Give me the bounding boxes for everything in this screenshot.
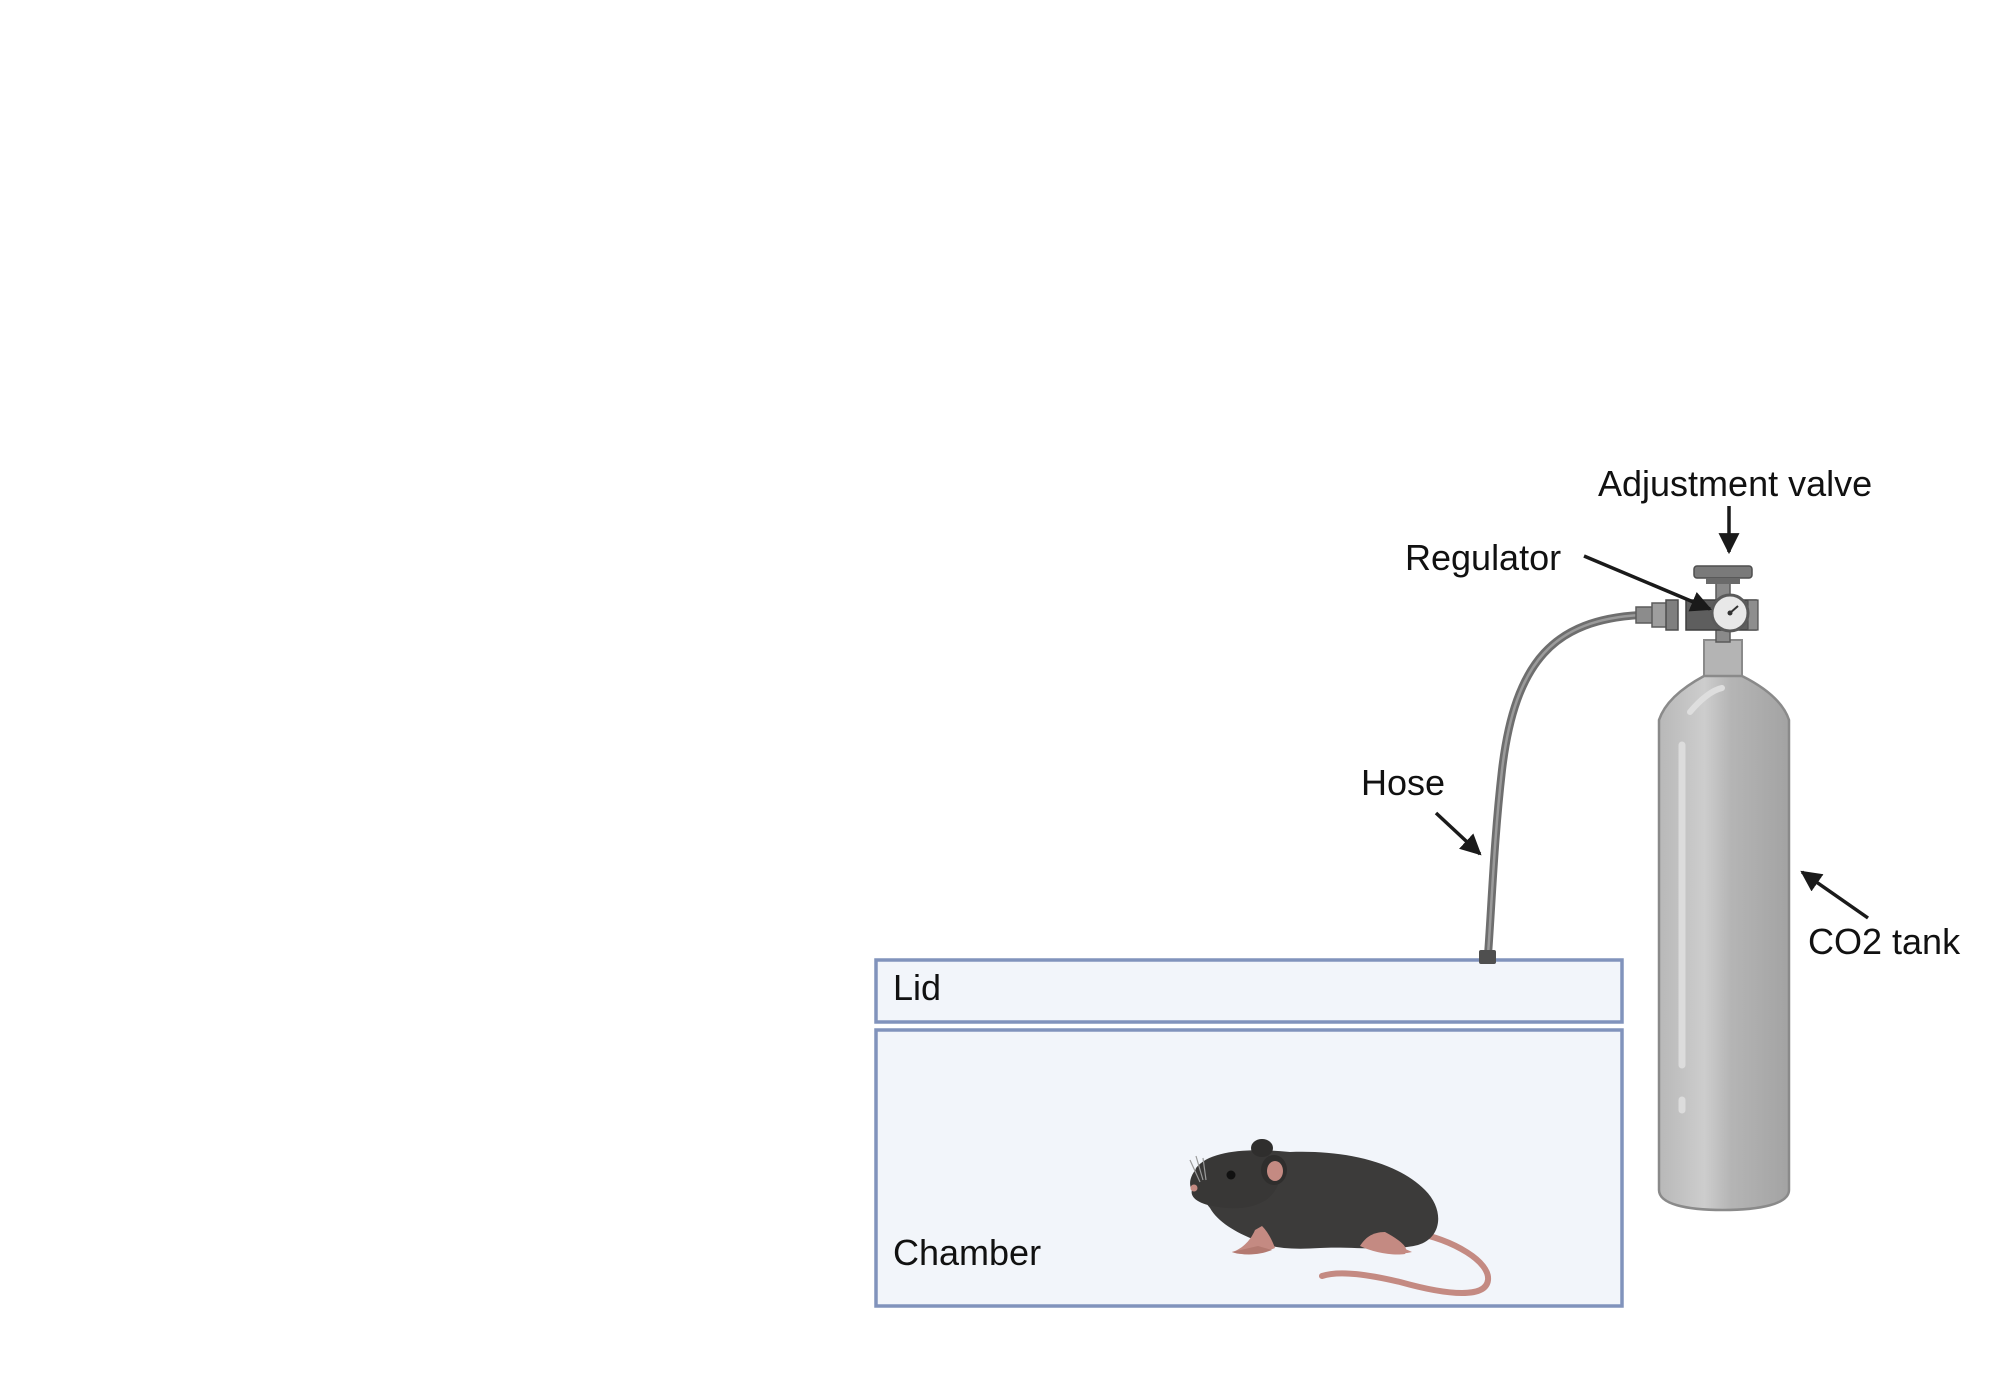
adjustment-valve-label: Adjustment valve — [1598, 463, 1872, 504]
lid: Lid — [874, 958, 1624, 1024]
hose-label: Hose — [1361, 762, 1445, 803]
co2-tank-arrow — [1800, 870, 1870, 920]
co2-tank-label: CO2 tank — [1808, 921, 1961, 962]
hose-arrow — [1434, 811, 1482, 856]
mouse-front-foot — [1232, 1246, 1272, 1255]
regulator-label: Regulator — [1405, 537, 1561, 578]
adjustment-valve-knob — [1693, 565, 1753, 579]
annotation-adjustment-valve: Adjustment valve — [1598, 463, 1872, 555]
lid-label: Lid — [893, 967, 941, 1008]
tank-body — [1657, 674, 1791, 1212]
hose-end-fitting — [1479, 950, 1496, 964]
mouse-illustration — [1189, 1139, 1491, 1296]
regulator-assembly — [1685, 565, 1759, 643]
annotation-regulator: Regulator — [1405, 537, 1712, 612]
mouse-front-leg — [1232, 1226, 1275, 1255]
lid-box — [874, 958, 1624, 1024]
hose — [1479, 599, 1679, 964]
mouse-ear-back — [1251, 1139, 1273, 1157]
annotation-hose: Hose — [1361, 762, 1482, 856]
annotation-co2-tank: CO2 tank — [1800, 870, 1961, 962]
mouse-nose — [1190, 1184, 1198, 1192]
chamber-label: Chamber — [893, 1232, 1041, 1273]
tank-neck — [1703, 639, 1743, 677]
hose-tube — [1484, 611, 1644, 959]
regulator-arrow — [1583, 554, 1712, 612]
mouse-ear-inner — [1267, 1161, 1283, 1181]
co2-tank — [1657, 639, 1791, 1212]
mouse-hind-leg — [1360, 1232, 1407, 1255]
mouse-eye — [1226, 1170, 1236, 1180]
mouse-whiskers — [1189, 1155, 1207, 1183]
mouse-tail — [1319, 1229, 1491, 1296]
mouse-head — [1190, 1151, 1281, 1209]
